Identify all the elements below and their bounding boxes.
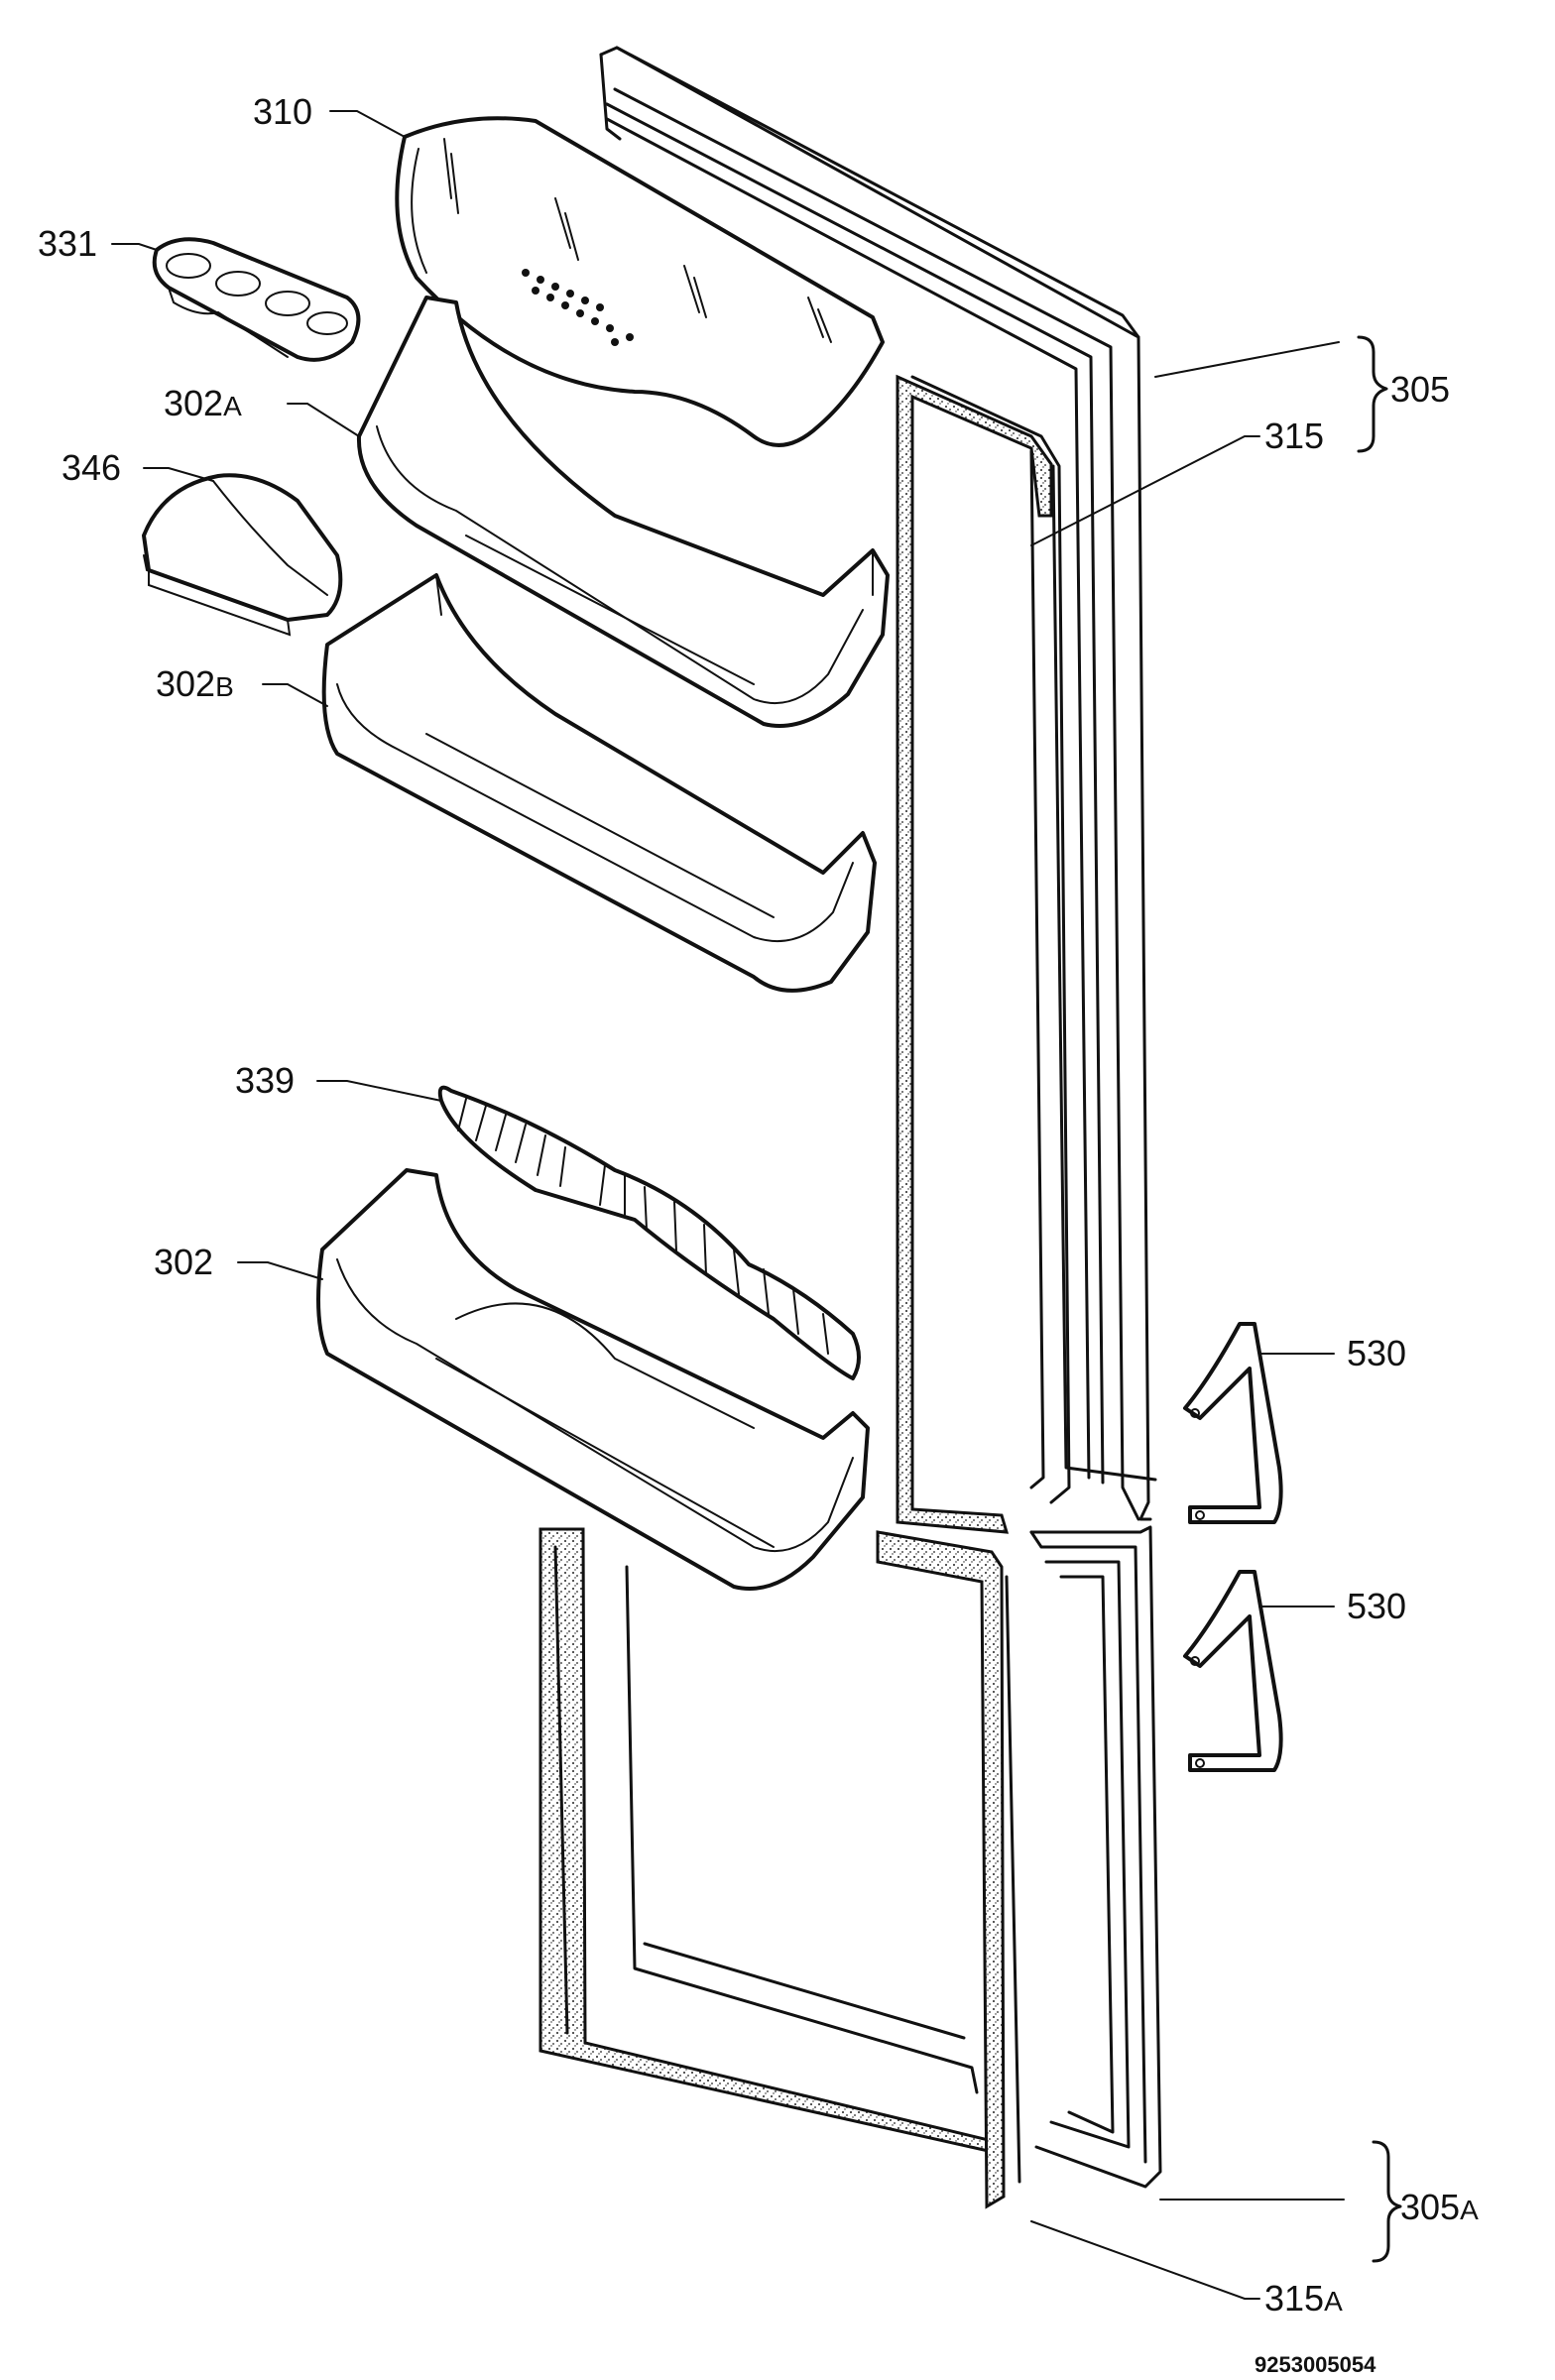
label-315a: 315A (1264, 2278, 1343, 2319)
label-530-top: 530 (1347, 1333, 1406, 1373)
label-315: 315 (1264, 416, 1324, 456)
door-shelf-302b (321, 573, 877, 993)
brace-305 (1357, 335, 1388, 453)
label-310: 310 (253, 91, 312, 132)
label-305: 305 (1390, 369, 1450, 410)
bottle-retainer-339 (437, 1085, 861, 1380)
door-shelf-302 (316, 1168, 870, 1591)
label-302: 302 (154, 1242, 213, 1282)
upper-door-outer-panel (599, 46, 1152, 1521)
upper-door-gasket (896, 374, 1157, 1534)
egg-tray-331 (152, 237, 361, 362)
label-305a: 305A (1400, 2187, 1479, 2227)
label-302a: 302A (164, 383, 242, 423)
part-labels: 310 331 302A 346 302B 339 302 305 315 53… (38, 91, 1479, 2377)
lower-door-gasket (538, 1527, 1021, 2209)
label-339: 339 (235, 1060, 295, 1101)
cover-lid-vent-holes (522, 269, 634, 346)
label-302b: 302B (156, 663, 234, 704)
label-331: 331 (38, 223, 97, 264)
butter-dish-346 (142, 473, 343, 637)
door-shelf-302a (356, 296, 890, 728)
door-handle-530-top (1183, 1322, 1283, 1524)
lower-door-outer-panel (1029, 1525, 1162, 2189)
document-number: 9253005054 (1255, 2352, 1376, 2377)
leader-lines (111, 110, 1345, 2300)
label-530-bottom: 530 (1347, 1586, 1406, 1626)
label-346: 346 (61, 447, 121, 488)
door-handle-530-bottom (1183, 1570, 1283, 1772)
cover-lid-310 (395, 116, 885, 447)
brace-305a (1372, 2140, 1402, 2263)
